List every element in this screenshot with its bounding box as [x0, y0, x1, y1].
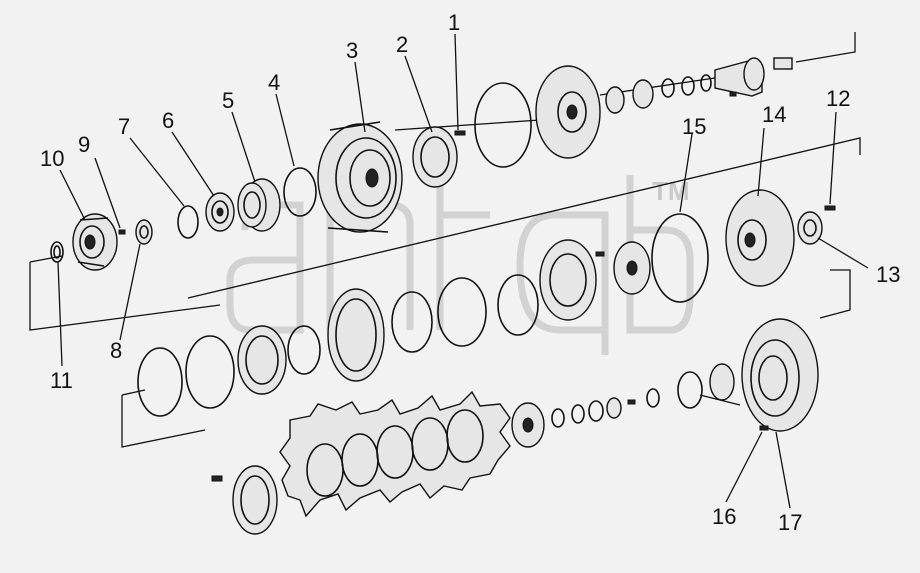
callout-10: 10 [40, 146, 64, 171]
callout-8: 8 [110, 338, 122, 363]
callout-11: 11 [50, 368, 73, 393]
pressure-plate [539, 239, 597, 321]
callout-3: 3 [346, 38, 358, 63]
part-8-bearing [135, 219, 153, 245]
callout-12: 12 [826, 86, 850, 111]
callout-9: 9 [78, 132, 90, 157]
shaft-bearings [605, 74, 712, 114]
callout-4: 4 [268, 70, 280, 95]
callout-6: 6 [162, 108, 174, 133]
callout-16: 16 [712, 504, 736, 529]
callout-1: 1 [448, 10, 460, 35]
callout-15: 15 [682, 114, 706, 139]
callout-2: 2 [396, 32, 408, 57]
part-7-ring [177, 205, 199, 239]
clutch-rings-row [137, 274, 539, 417]
callout-17: 17 [778, 510, 802, 535]
part-9-pin [118, 229, 126, 235]
part-6-bearing [205, 192, 235, 232]
callout-5: 5 [222, 88, 234, 113]
part-1-dowel [454, 130, 466, 136]
part-12-bolt [824, 205, 836, 211]
part-14-turbine [725, 189, 795, 287]
callout-13: 13 [876, 262, 900, 287]
part-15-disc [651, 213, 709, 303]
carrier-hub [511, 363, 735, 448]
output-flange [714, 57, 793, 97]
part-3-housing [317, 121, 403, 233]
callout-14: 14 [762, 102, 786, 127]
part-2-gasket [412, 126, 458, 188]
callout-7: 7 [118, 114, 130, 139]
part-13-bearing [797, 211, 823, 245]
rear-housing [741, 318, 819, 432]
stator-hub [595, 241, 651, 295]
part-10-gear [72, 213, 118, 271]
callout-labels: 1 2 3 4 5 6 7 8 9 10 11 12 13 14 15 16 1… [40, 10, 900, 535]
part-5-hub [237, 178, 281, 232]
end-plate [211, 465, 278, 535]
part-11-snap-ring [50, 241, 64, 263]
large-o-ring-top [474, 82, 532, 168]
converter-cover [535, 65, 601, 159]
clutch-disc-stack [279, 390, 511, 518]
callout-leaders [57, 33, 869, 509]
part-4-seal-ring [283, 167, 317, 217]
